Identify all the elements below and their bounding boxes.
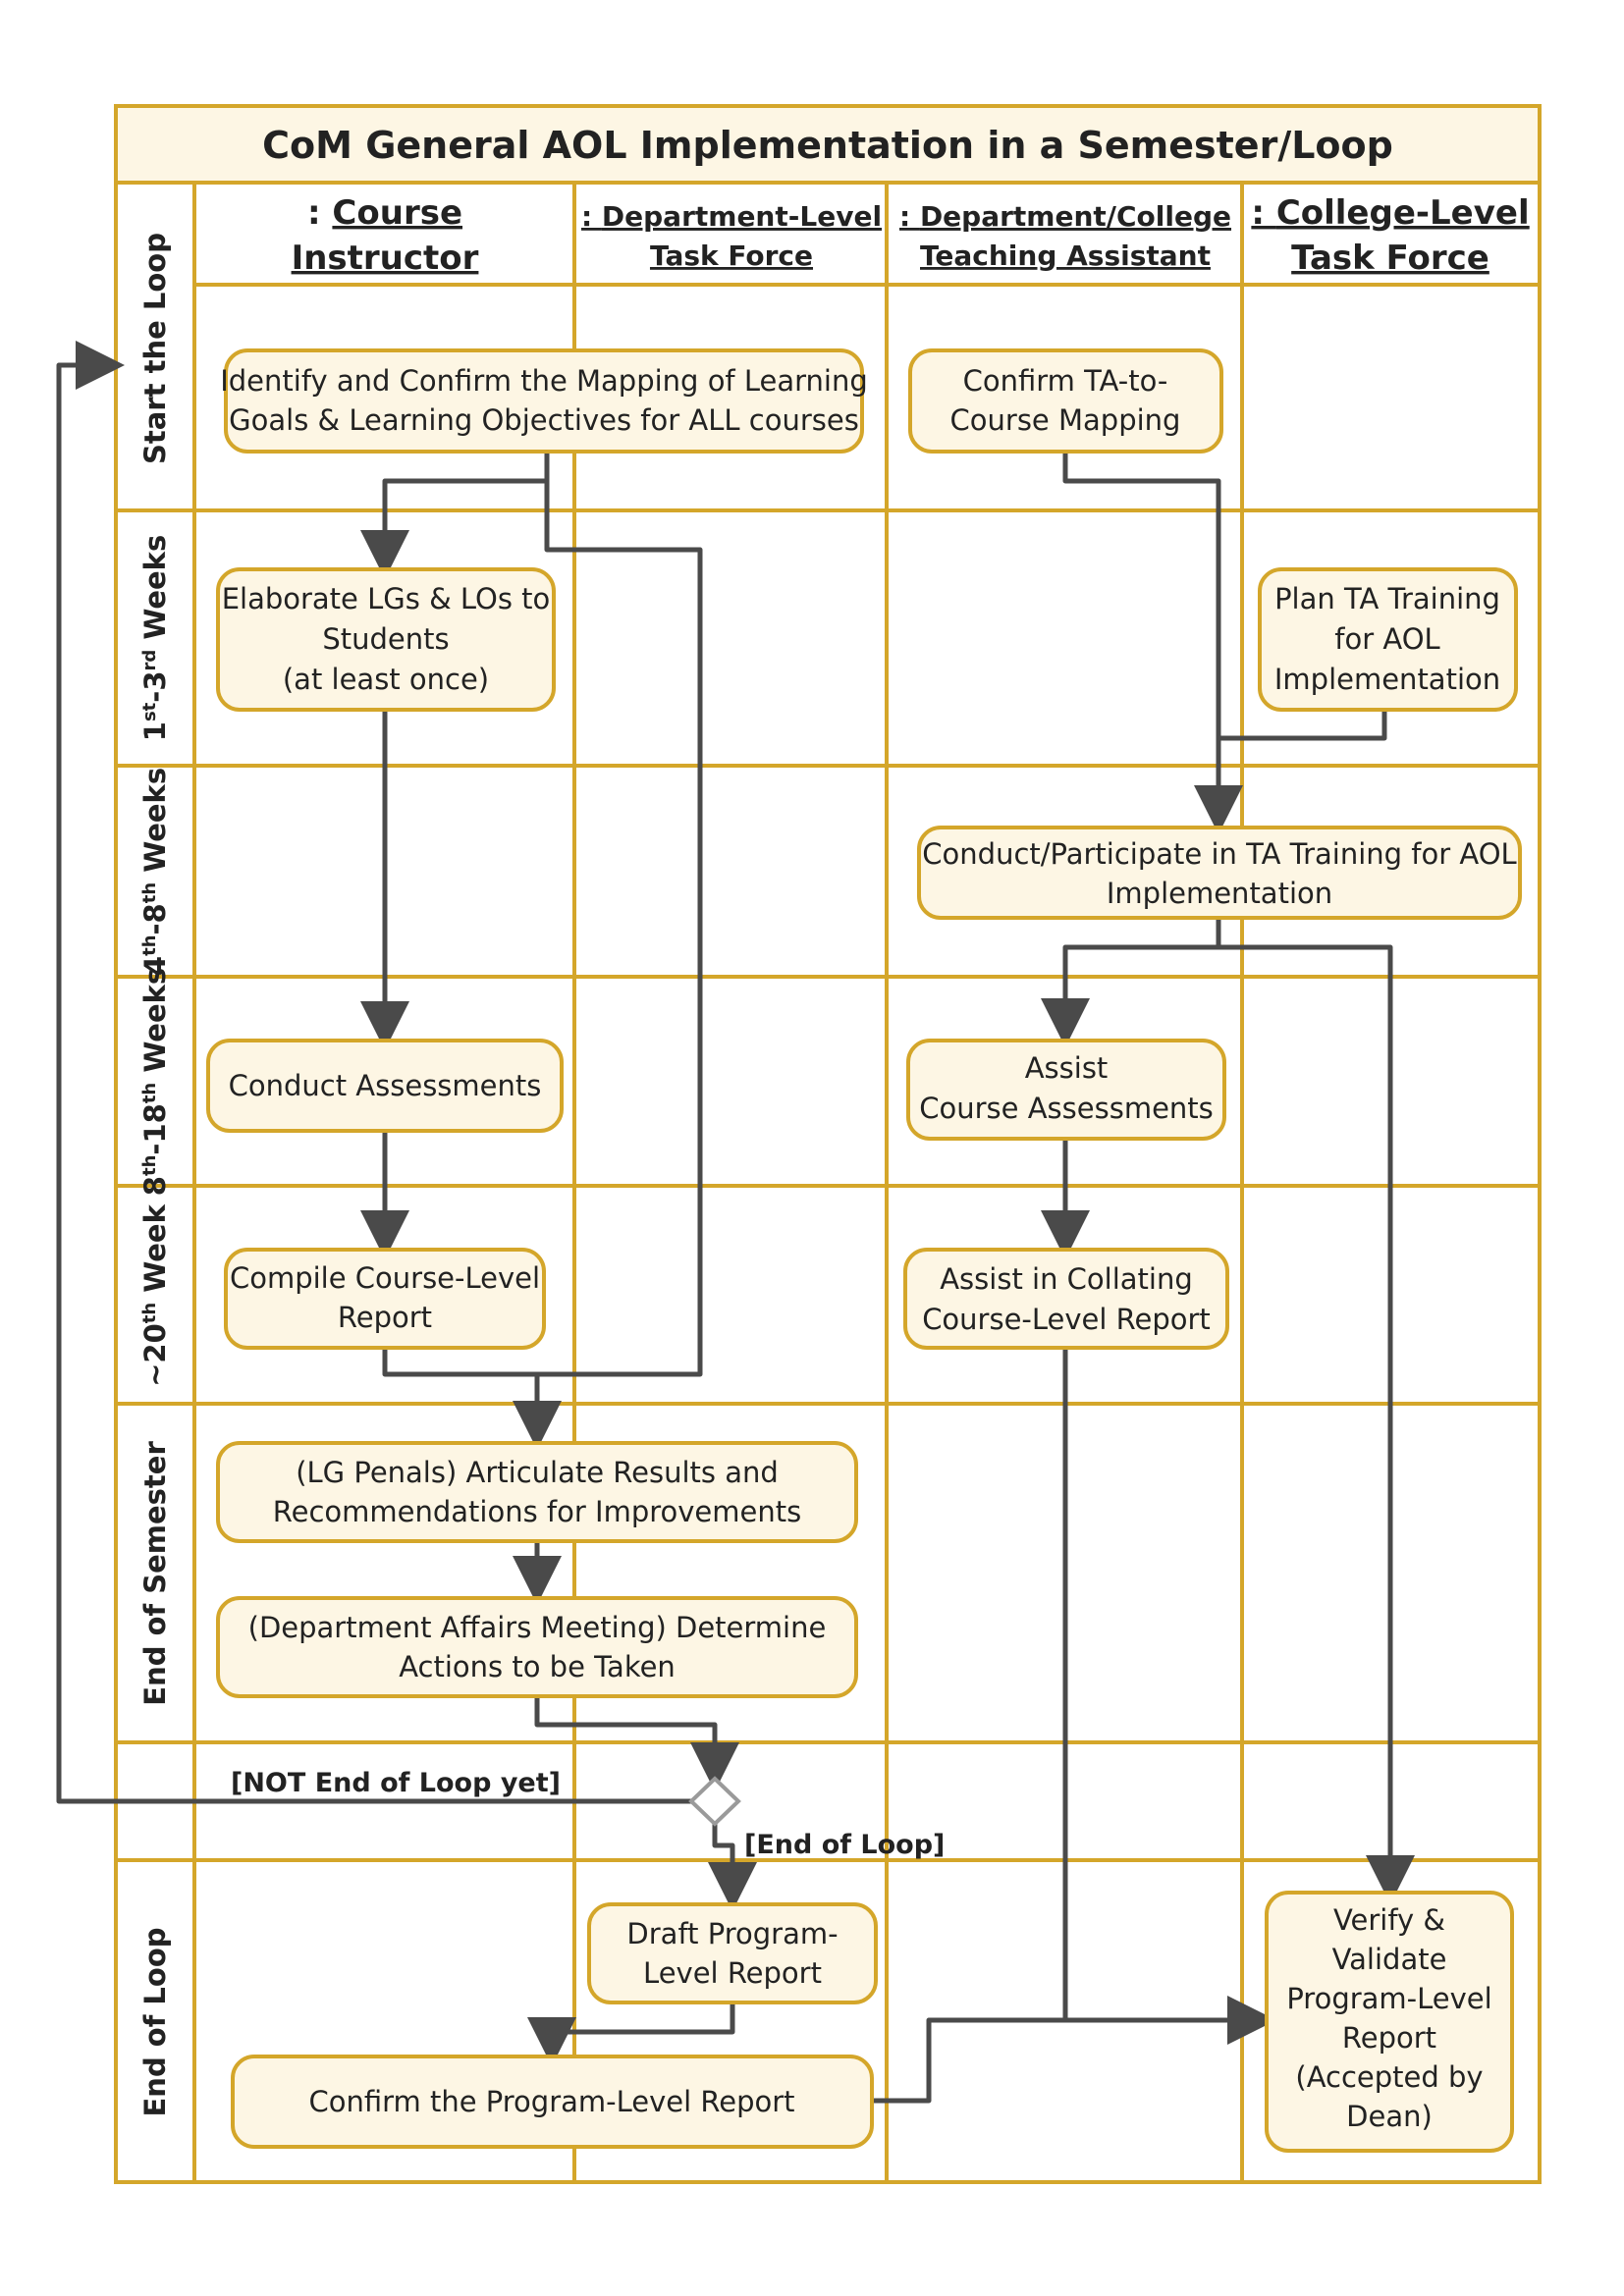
svg-text:Assist: Assist xyxy=(1025,1051,1109,1085)
svg-text:Course Mapping: Course Mapping xyxy=(950,403,1181,437)
svg-text:: College-Level: : College-Level xyxy=(1251,193,1529,233)
svg-text:Task Force: Task Force xyxy=(650,240,813,272)
svg-text:: Department/College: : Department/College xyxy=(899,200,1231,233)
node-conduct-ta-training: Conduct/Participate in TA Training for A… xyxy=(917,826,1522,920)
node-assist-assessments: Assist Course Assessments xyxy=(906,1039,1226,1141)
svg-text:Conduct/Participate in TA Trai: Conduct/Participate in TA Training for A… xyxy=(922,837,1516,871)
lane-header-teaching-assistant: : Department/College Teaching Assistant xyxy=(899,200,1231,272)
edge-training-to-verify xyxy=(1218,944,1415,1904)
svg-text:Elaborate LGs & LOs to: Elaborate LGs & LOs to xyxy=(222,582,551,615)
diagram-frame xyxy=(114,181,1542,2184)
svg-text:(at least once): (at least once) xyxy=(283,663,489,696)
svg-text:Teaching Assistant: Teaching Assistant xyxy=(920,240,1211,272)
node-plan-ta-training: Plan TA Training for AOL Implementation xyxy=(1258,567,1518,712)
svg-text:: Course: : Course xyxy=(307,193,462,233)
edge-draft-to-confirm xyxy=(527,2002,735,2066)
svg-text:(Department Affairs Meeting) D: (Department Affairs Meeting) Determine xyxy=(248,1611,827,1644)
svg-text:Implementation: Implementation xyxy=(1107,877,1332,910)
svg-text:Course Assessments: Course Assessments xyxy=(919,1092,1214,1125)
svg-text:Draft Program-: Draft Program- xyxy=(626,1917,838,1950)
svg-text:for AOL: for AOL xyxy=(1334,622,1439,656)
row-grid xyxy=(116,508,1540,1862)
node-confirm-program-report: Confirm the Program-Level Report xyxy=(231,2055,874,2149)
lane-header-college-task-force: : College-Level Task Force xyxy=(1251,193,1529,278)
svg-text:: Department-Level: : Department-Level xyxy=(581,200,882,233)
svg-text:(LG Penals) Articulate Results: (LG Penals) Articulate Results and xyxy=(296,1456,779,1489)
guard-not-end-of-loop: [NOT End of Loop yet] xyxy=(231,1768,561,1798)
edge-confirm-to-verify xyxy=(872,1996,1276,2104)
svg-text:Students: Students xyxy=(322,622,449,656)
svg-text:Assist in Collating: Assist in Collating xyxy=(940,1262,1193,1296)
node-elaborate-lgs: Elaborate LGs & LOs to Students (at leas… xyxy=(216,567,556,712)
node-conduct-assessments: Conduct Assessments xyxy=(206,1039,564,1133)
node-determine-actions: (Department Affairs Meeting) Determine A… xyxy=(216,1596,858,1698)
svg-text:Verify &: Verify & xyxy=(1333,1903,1445,1937)
row-label-end-semester: End of Semester xyxy=(138,1441,172,1706)
node-confirm-ta-mapping: Confirm TA-to- Course Mapping xyxy=(908,348,1223,454)
decision-diamond xyxy=(688,1776,741,1827)
node-verify-validate: Verify & Validate Program-Level Report (… xyxy=(1265,1891,1514,2153)
node-compile-report: Compile Course-Level Report xyxy=(224,1248,546,1350)
guard-end-of-loop: [End of Loop] xyxy=(744,1830,945,1860)
svg-text:Plan TA Training: Plan TA Training xyxy=(1274,582,1500,615)
svg-text:Confirm the Program-Level Repo: Confirm the Program-Level Report xyxy=(308,2085,794,2118)
svg-text:Identify and Confirm the Mappi: Identify and Confirm the Mapping of Lear… xyxy=(220,364,868,398)
svg-text:Program-Level: Program-Level xyxy=(1286,1982,1491,2015)
svg-text:Dean): Dean) xyxy=(1346,2100,1433,2133)
row-label-start: Start the Loop xyxy=(138,233,172,464)
connectors xyxy=(56,341,1415,2104)
lane-header-course-instructor: : Course Instructor xyxy=(292,193,479,278)
svg-text:Goals & Learning Objectives fo: Goals & Learning Objectives for ALL cour… xyxy=(229,403,859,437)
row-label-weeks-8-18: 8th-18th Weeks xyxy=(138,968,172,1196)
svg-text:Instructor: Instructor xyxy=(292,239,479,278)
edge-plan-to-training xyxy=(1218,709,1387,741)
svg-text:Implementation: Implementation xyxy=(1274,663,1500,696)
svg-text:Conduct Assessments: Conduct Assessments xyxy=(229,1069,542,1102)
diagram-title: CoM General AOL Implementation in a Seme… xyxy=(262,124,1393,167)
lane-header-grid xyxy=(192,183,1540,2182)
title-bar xyxy=(114,104,1542,185)
svg-text:(Accepted by: (Accepted by xyxy=(1295,2060,1483,2094)
node-assist-collating: Assist in Collating Course-Level Report xyxy=(903,1248,1229,1350)
row-label-weeks-4-8: 4th-8th Weeks xyxy=(138,768,172,976)
svg-text:Validate: Validate xyxy=(1332,1943,1447,1976)
edge-identify-to-merge xyxy=(513,454,703,1450)
svg-text:Course-Level Report: Course-Level Report xyxy=(922,1303,1211,1336)
edge-decision-not-end xyxy=(56,341,697,1804)
edge-determine-to-decision xyxy=(534,1696,739,1791)
row-label-end-loop: End of Loop xyxy=(138,1927,172,2116)
row-label-weeks-1-3: 1st-3rd Weeks xyxy=(138,535,172,741)
svg-text:Confirm TA-to-: Confirm TA-to- xyxy=(963,364,1168,398)
svg-text:Recommendations for Improvemen: Recommendations for Improvements xyxy=(273,1495,801,1528)
edge-compile-to-merge xyxy=(382,1347,537,1377)
node-identify-mapping: Identify and Confirm the Mapping of Lear… xyxy=(220,348,868,454)
svg-text:Level Report: Level Report xyxy=(643,1956,822,1990)
edge-ta-mapping-to-training xyxy=(1062,454,1243,834)
edge-training-to-assist xyxy=(1041,918,1221,1047)
node-articulate-results: (LG Penals) Articulate Results and Recom… xyxy=(216,1441,858,1543)
svg-text:Task Force: Task Force xyxy=(1291,239,1489,278)
node-draft-program-report: Draft Program- Level Report xyxy=(587,1902,878,2004)
svg-text:Report: Report xyxy=(338,1301,432,1334)
edge-decision-end xyxy=(708,1824,757,1911)
svg-text:Report: Report xyxy=(1342,2021,1436,2055)
svg-text:Compile Course-Level: Compile Course-Level xyxy=(230,1261,540,1295)
lane-header-department-task-force: : Department-Level Task Force xyxy=(581,200,882,272)
row-label-week-20: ~20th Week xyxy=(138,1203,172,1386)
svg-text:Actions to be Taken: Actions to be Taken xyxy=(399,1650,676,1683)
